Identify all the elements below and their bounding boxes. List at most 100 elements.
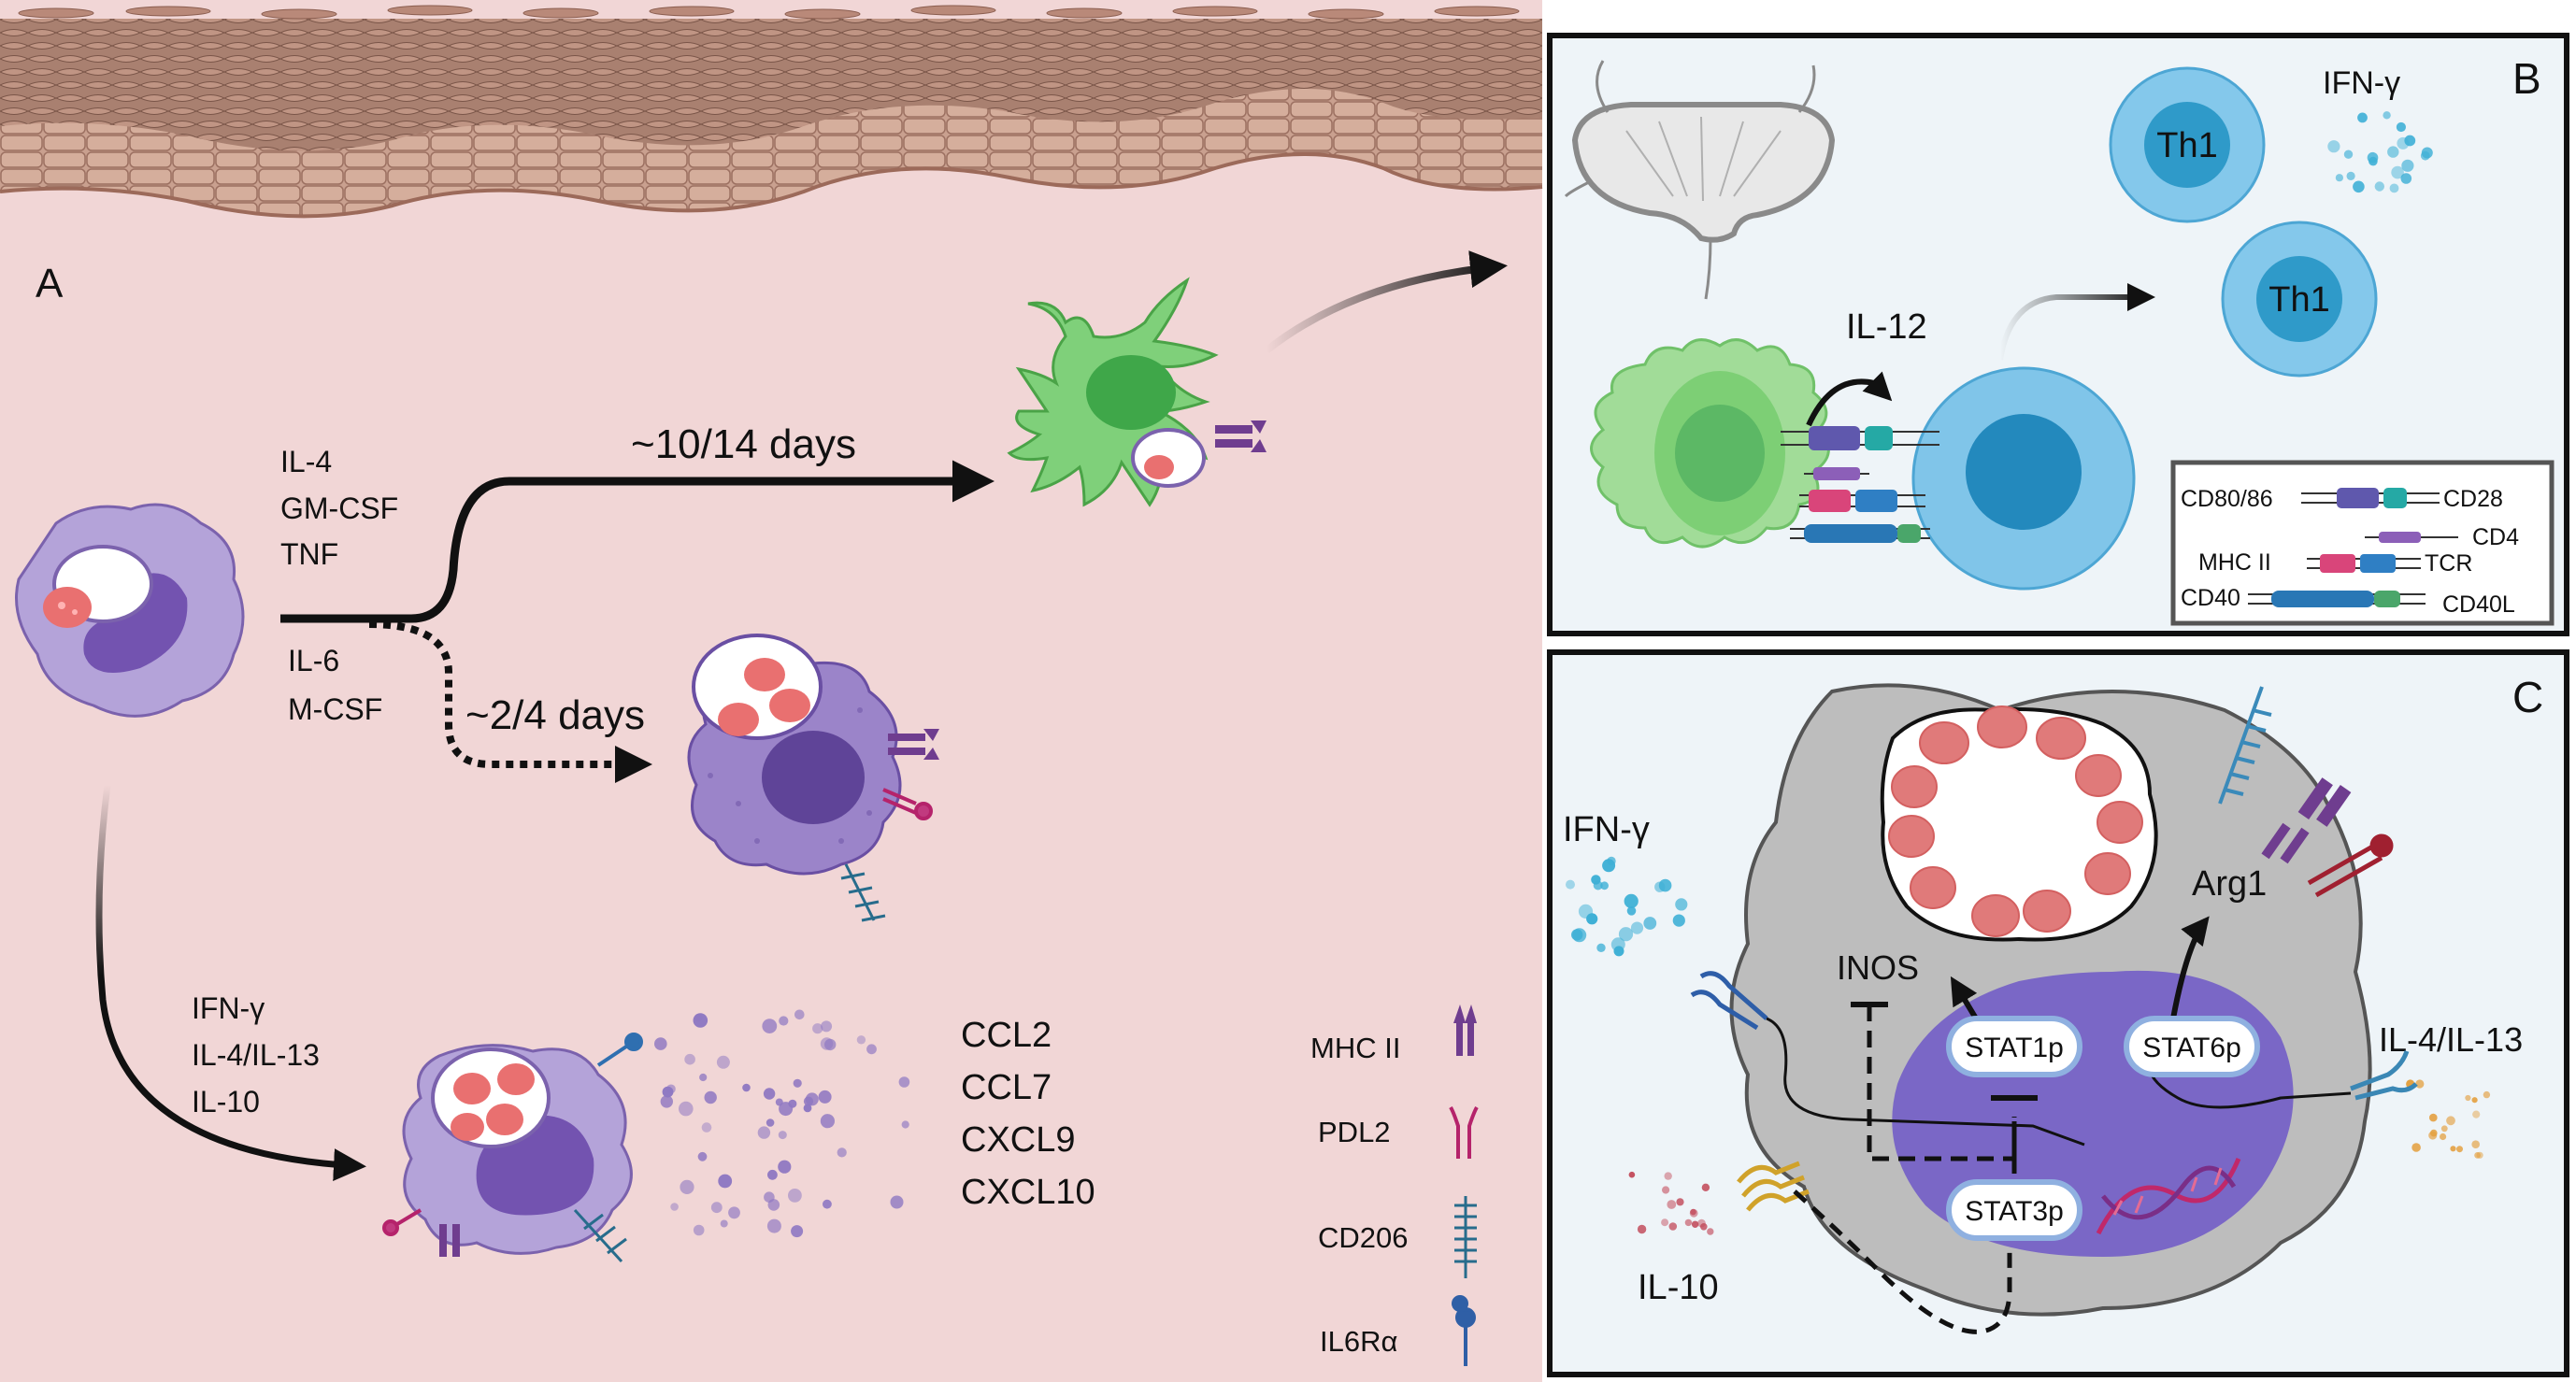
immune-synapse [1781, 426, 1939, 543]
legend-cd206-icon [1454, 1196, 1477, 1278]
particle [1707, 1228, 1714, 1235]
legend-cd40-cd40l-icon [2248, 591, 2426, 607]
particle [1628, 1171, 1636, 1178]
activated-cytokine-list: IFN-γ IL-4/IL-13 IL-10 [192, 991, 320, 1118]
particle [762, 1019, 778, 1033]
legend-cd40l-label: CD40L [2442, 591, 2515, 618]
particle [901, 1120, 909, 1129]
synapse-cd40-cd40l [1790, 524, 1930, 543]
particle [1667, 1200, 1677, 1209]
legend-cd4-label: CD4 [2472, 524, 2519, 550]
particle [2346, 171, 2355, 180]
macrophage-mhc2 [888, 729, 939, 760]
particle [699, 1073, 708, 1082]
particle [2411, 1143, 2421, 1152]
stat6-to-arg1-arrow [2170, 916, 2210, 1019]
particle [694, 1013, 703, 1022]
particle [1643, 917, 1657, 930]
chemokine-ccl7: CCL7 [961, 1068, 1052, 1107]
particle [821, 1020, 833, 1033]
particle [2472, 1110, 2481, 1118]
particle [2327, 140, 2340, 153]
particle [2396, 121, 2406, 133]
legend-tcr-label: TCR [2425, 550, 2472, 577]
activated-cd206 [573, 1208, 627, 1263]
dc-nucleus [1086, 355, 1176, 430]
particle [2440, 1133, 2447, 1141]
cytokine-mcsf: M-CSF [288, 692, 382, 726]
particle [2446, 1116, 2455, 1126]
particle [2400, 173, 2412, 184]
legend-mhc2-icon [1453, 1004, 1477, 1056]
legend-pdl2-icon [1449, 1105, 1479, 1159]
il10-receptor [1737, 1161, 1810, 1212]
cytokine-gmcsf: GM-CSF [280, 492, 398, 525]
dc-cytokine-list: IL-4 GM-CSF TNF [280, 445, 398, 571]
particle [2383, 111, 2391, 120]
il10-label-c: IL-10 [1638, 1268, 1719, 1307]
particle [820, 1037, 834, 1050]
particle [2456, 1146, 2463, 1153]
particle [2401, 159, 2414, 172]
particle [701, 1122, 712, 1133]
particle [1630, 921, 1644, 934]
ifng-label-b: IFN-γ [2323, 65, 2400, 101]
particle [1602, 859, 1616, 873]
particle [779, 1016, 789, 1026]
particle [1701, 1183, 1710, 1192]
stat1p-node: STAT1p [1946, 1016, 2082, 1077]
il10-particles-c [1628, 1171, 1714, 1235]
lymph-node [1564, 60, 1836, 300]
stratum-corneum [18, 5, 1520, 20]
legend-il6ra-icon [1452, 1295, 1476, 1366]
chemokine-cxcl9: CXCL9 [961, 1120, 1076, 1160]
particle [718, 1174, 733, 1189]
particle [2465, 1094, 2471, 1102]
stat6p-label: STAT6p [2142, 1033, 2241, 1063]
particle [697, 1151, 708, 1161]
particle [1637, 1224, 1647, 1234]
stat3p-node: STAT3p [1946, 1179, 2082, 1241]
legend-pdl2-label: PDL2 [1318, 1116, 1391, 1148]
amastigote [43, 587, 92, 628]
activated-macrophage [382, 1033, 643, 1263]
particle [1618, 927, 1634, 942]
particle [2471, 1097, 2478, 1104]
particle [2404, 135, 2416, 147]
particle [680, 1179, 694, 1194]
particle [866, 1044, 877, 1055]
th1-top-label: Th1 [2156, 126, 2217, 165]
particle [1691, 1220, 1699, 1229]
particle [670, 1203, 679, 1211]
il4-il13-label-c: IL-4/IL-13 [2379, 1020, 2523, 1059]
particle [803, 1104, 812, 1113]
particle [767, 1199, 780, 1211]
particle [1689, 1208, 1698, 1218]
th1-polarization-arrow [1997, 283, 2155, 361]
legend-il6ra-label: IL6Rα [1320, 1325, 1397, 1358]
dc-time-label: ~10/14 days [631, 421, 856, 467]
cytokine-il4: IL-4 [280, 445, 332, 478]
vacuole-amastigotes [1888, 705, 2143, 937]
membrane-pdl2 [2307, 833, 2394, 898]
particle [1662, 1186, 1670, 1194]
inos-label: INOS [1837, 948, 1919, 987]
legend-cd40-label: CD40 [2181, 585, 2240, 611]
naive-t-cell [1911, 366, 2136, 591]
chemokine-cxcl10: CXCL10 [961, 1173, 1095, 1212]
membrane-mhc2 [2261, 777, 2352, 864]
particle [2343, 150, 2354, 159]
particle [716, 1055, 730, 1069]
particle [794, 1009, 805, 1020]
synapse-legend: CD80/86 CD28 CD4 MHC II TCR CD40 [2170, 460, 2555, 626]
particle [1672, 914, 1685, 927]
particle [766, 1218, 781, 1233]
particle [2367, 151, 2379, 164]
synapse-mhc-tcr [1799, 490, 1925, 512]
particle [1684, 1218, 1693, 1227]
stat3-inhibits-inos [1867, 1004, 2017, 1161]
ifng-receptor [1690, 971, 1768, 1031]
particle [2429, 1113, 2438, 1122]
legend-mhc2-label: MHC II [1310, 1032, 1400, 1064]
